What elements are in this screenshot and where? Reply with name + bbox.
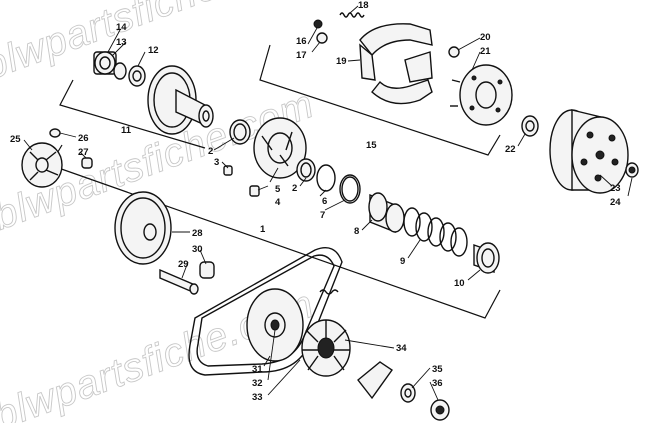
part-washer-22 [521, 115, 539, 137]
callout-6: 6 [322, 196, 327, 207]
callout-21: 21 [480, 46, 491, 57]
part-nut-16 [313, 19, 328, 44]
callout-7: 7 [320, 210, 325, 221]
callout-25: 25 [10, 134, 21, 145]
callout-12: 12 [148, 45, 159, 56]
callout-30: 30 [192, 244, 203, 255]
callout-31: 31 [252, 364, 263, 375]
part-drive-face [114, 191, 172, 265]
callout-24: 24 [610, 197, 621, 208]
callout-2-lower: 2 [292, 183, 297, 194]
callout-23: 23 [610, 183, 621, 194]
part-roller-4 [249, 185, 260, 197]
part-roller-3 [223, 165, 233, 176]
part-seal-2a [229, 119, 251, 145]
callout-16: 16 [296, 36, 307, 47]
part-spring [403, 207, 468, 257]
callout-27: 27 [78, 147, 89, 158]
callout-2-upper: 2 [208, 146, 213, 157]
part-collar [473, 242, 500, 274]
bracket-11 [59, 79, 206, 149]
callout-20: 20 [480, 32, 491, 43]
part-movable-face [253, 117, 307, 179]
leader-lines [23, 5, 633, 401]
part-cover-plate [357, 361, 393, 400]
part-clutch-shoes [359, 23, 433, 105]
bracket-15 [259, 44, 501, 156]
callout-10: 10 [454, 278, 465, 289]
callout-28: 28 [192, 228, 203, 239]
callout-35: 35 [432, 364, 443, 375]
callout-3: 3 [214, 157, 219, 168]
callout-32: 32 [252, 378, 263, 389]
part-seal-2b [296, 158, 316, 182]
callout-5: 5 [275, 184, 281, 195]
part-oring-7 [339, 174, 361, 204]
part-sleeve [368, 192, 405, 234]
callout-33: 33 [252, 392, 263, 403]
callout-26: 26 [78, 133, 89, 144]
part-bushing-27 [81, 157, 93, 169]
callout-22: 22 [505, 144, 516, 155]
callout-1: 1 [260, 224, 266, 235]
part-drive-pulley [246, 288, 304, 362]
part-clutch-plate [448, 46, 513, 126]
part-oring-6 [316, 164, 336, 192]
part-nut-24 [625, 162, 639, 178]
callout-labels: 1 2 2 3 4 5 6 7 8 9 10 11 12 13 14 15 16… [10, 0, 621, 403]
part-star-25 [21, 142, 63, 188]
part-spring-18 [339, 12, 365, 18]
part-clutch-drum [549, 109, 629, 194]
callout-4: 4 [275, 197, 281, 208]
callout-36: 36 [432, 378, 443, 389]
callout-15: 15 [366, 140, 377, 151]
part-washer-35 [400, 383, 416, 403]
part-driven-sheave [147, 65, 214, 135]
part-nut-36 [430, 399, 450, 421]
callout-9: 9 [400, 256, 405, 267]
part-fan-34 [301, 319, 351, 377]
callout-13: 13 [116, 37, 127, 48]
part-washer-26 [49, 128, 61, 138]
callout-14: 14 [116, 22, 127, 33]
callout-18: 18 [358, 0, 369, 11]
callout-29: 29 [178, 259, 189, 270]
callout-34: 34 [396, 343, 407, 354]
part-bushing-30 [199, 261, 215, 279]
callout-8: 8 [354, 226, 359, 237]
callout-17: 17 [296, 50, 307, 61]
part-needle-bearing [93, 51, 117, 75]
part-spacer-29 [159, 268, 199, 295]
callout-19: 19 [336, 56, 347, 67]
callout-11: 11 [121, 125, 132, 136]
part-ring-12 [113, 62, 146, 87]
